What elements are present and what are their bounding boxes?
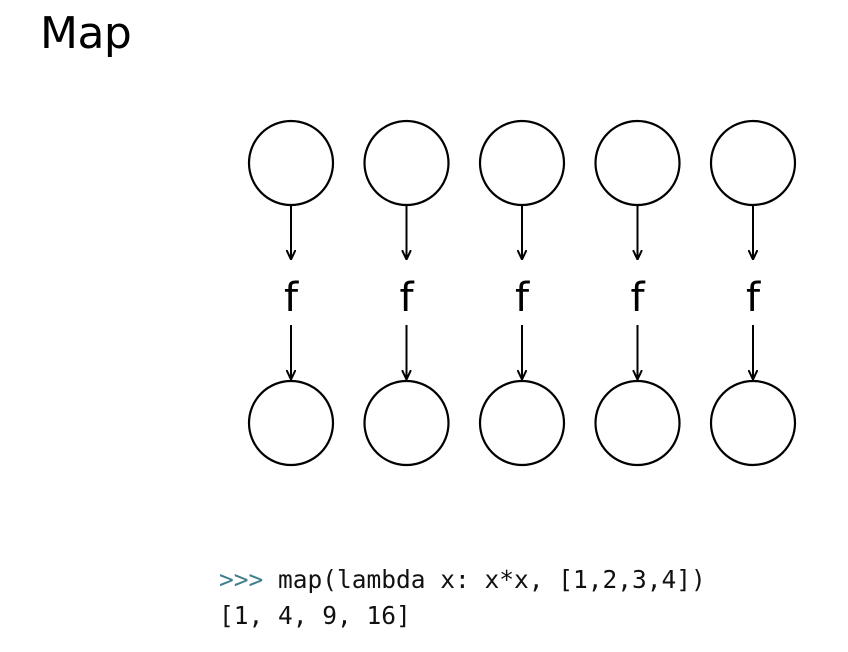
repl-output: [1, 4, 9, 16]: [219, 601, 411, 630]
map-column-5: f: [709, 119, 797, 467]
slide-title: Map: [40, 8, 132, 59]
function-label: f: [746, 275, 761, 321]
output-element-circle: [478, 379, 566, 467]
output-element-circle: [247, 379, 335, 467]
repl-prompt: >>>: [219, 565, 264, 594]
input-element-circle: [478, 119, 566, 207]
map-column-3: f: [478, 119, 566, 467]
input-element-circle: [709, 119, 797, 207]
map-column-1: f: [247, 119, 335, 467]
output-element-circle: [709, 379, 797, 467]
code-example: >>> map(lambda x: x*x, [1,2,3,4]) [1, 4,…: [219, 562, 706, 634]
output-element-circle: [594, 379, 681, 467]
function-label: f: [515, 275, 530, 321]
input-element-circle: [247, 119, 335, 207]
function-label: f: [399, 275, 414, 321]
output-element-circle: [363, 379, 450, 467]
function-label: f: [284, 275, 299, 321]
input-element-circle: [594, 119, 681, 207]
repl-command: map(lambda x: x*x, [1,2,3,4]): [263, 565, 706, 594]
input-element-circle: [363, 119, 450, 207]
map-column-2: f: [363, 119, 450, 467]
function-label: f: [630, 275, 645, 321]
map-column-4: f: [594, 119, 681, 467]
